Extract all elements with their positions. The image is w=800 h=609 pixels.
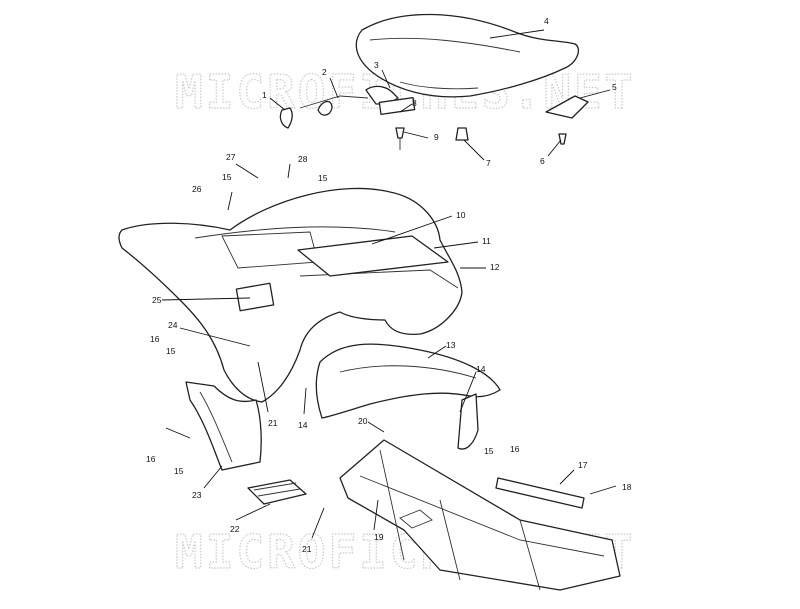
- callout-2: 2: [322, 67, 327, 77]
- callout-16-b: 16: [146, 454, 156, 464]
- callout-5: 5: [612, 82, 617, 92]
- callout-16-a: 16: [150, 334, 160, 344]
- callout-7: 7: [486, 158, 491, 168]
- callout-8: 8: [412, 98, 417, 108]
- callout-15-e: 15: [484, 446, 494, 456]
- mud-flap: [185, 381, 262, 471]
- callout-1: 1: [262, 90, 267, 100]
- callout-12: 12: [490, 262, 500, 272]
- callout-15-a: 15: [222, 172, 232, 182]
- frame: [339, 439, 621, 591]
- callout-3: 3: [374, 60, 379, 70]
- callout-26: 26: [192, 184, 202, 194]
- seat-latch-assembly: [279, 85, 589, 150]
- callout-27: 27: [226, 152, 236, 162]
- callout-11: 11: [482, 236, 491, 246]
- callout-9: 9: [434, 132, 439, 142]
- callout-28: 28: [298, 154, 308, 164]
- callout-6: 6: [540, 156, 545, 166]
- callout-10: 10: [456, 210, 466, 220]
- strap-bracket: [495, 477, 585, 509]
- callout-25: 25: [152, 295, 162, 305]
- callout-22: 22: [230, 524, 240, 534]
- callout-15-d: 15: [174, 466, 184, 476]
- callout-21-a: 21: [268, 418, 278, 428]
- callout-4: 4: [544, 16, 549, 26]
- callout-23: 23: [192, 490, 202, 500]
- callout-24: 24: [168, 320, 178, 330]
- callout-17: 17: [578, 460, 588, 470]
- seat: [355, 13, 579, 98]
- callout-21-b: 21: [302, 544, 312, 554]
- callout-18: 18: [622, 482, 632, 492]
- callout-15-c: 15: [166, 346, 176, 356]
- callout-15-b: 15: [318, 173, 328, 183]
- callout-labels: 1 2 3 4 5 6 7 8 9 10 11 12 13 14 14 15 1…: [146, 16, 632, 554]
- leader-lines: [161, 29, 617, 539]
- callout-14-left: 14: [298, 420, 308, 430]
- flap-bracket: [457, 393, 479, 450]
- callout-19: 19: [374, 532, 384, 542]
- footrest: [247, 479, 307, 505]
- callout-16-c: 16: [510, 444, 520, 454]
- callout-13: 13: [446, 340, 456, 350]
- fender-liner: [297, 235, 449, 277]
- callout-14-right: 14: [476, 364, 486, 374]
- callout-20: 20: [358, 416, 368, 426]
